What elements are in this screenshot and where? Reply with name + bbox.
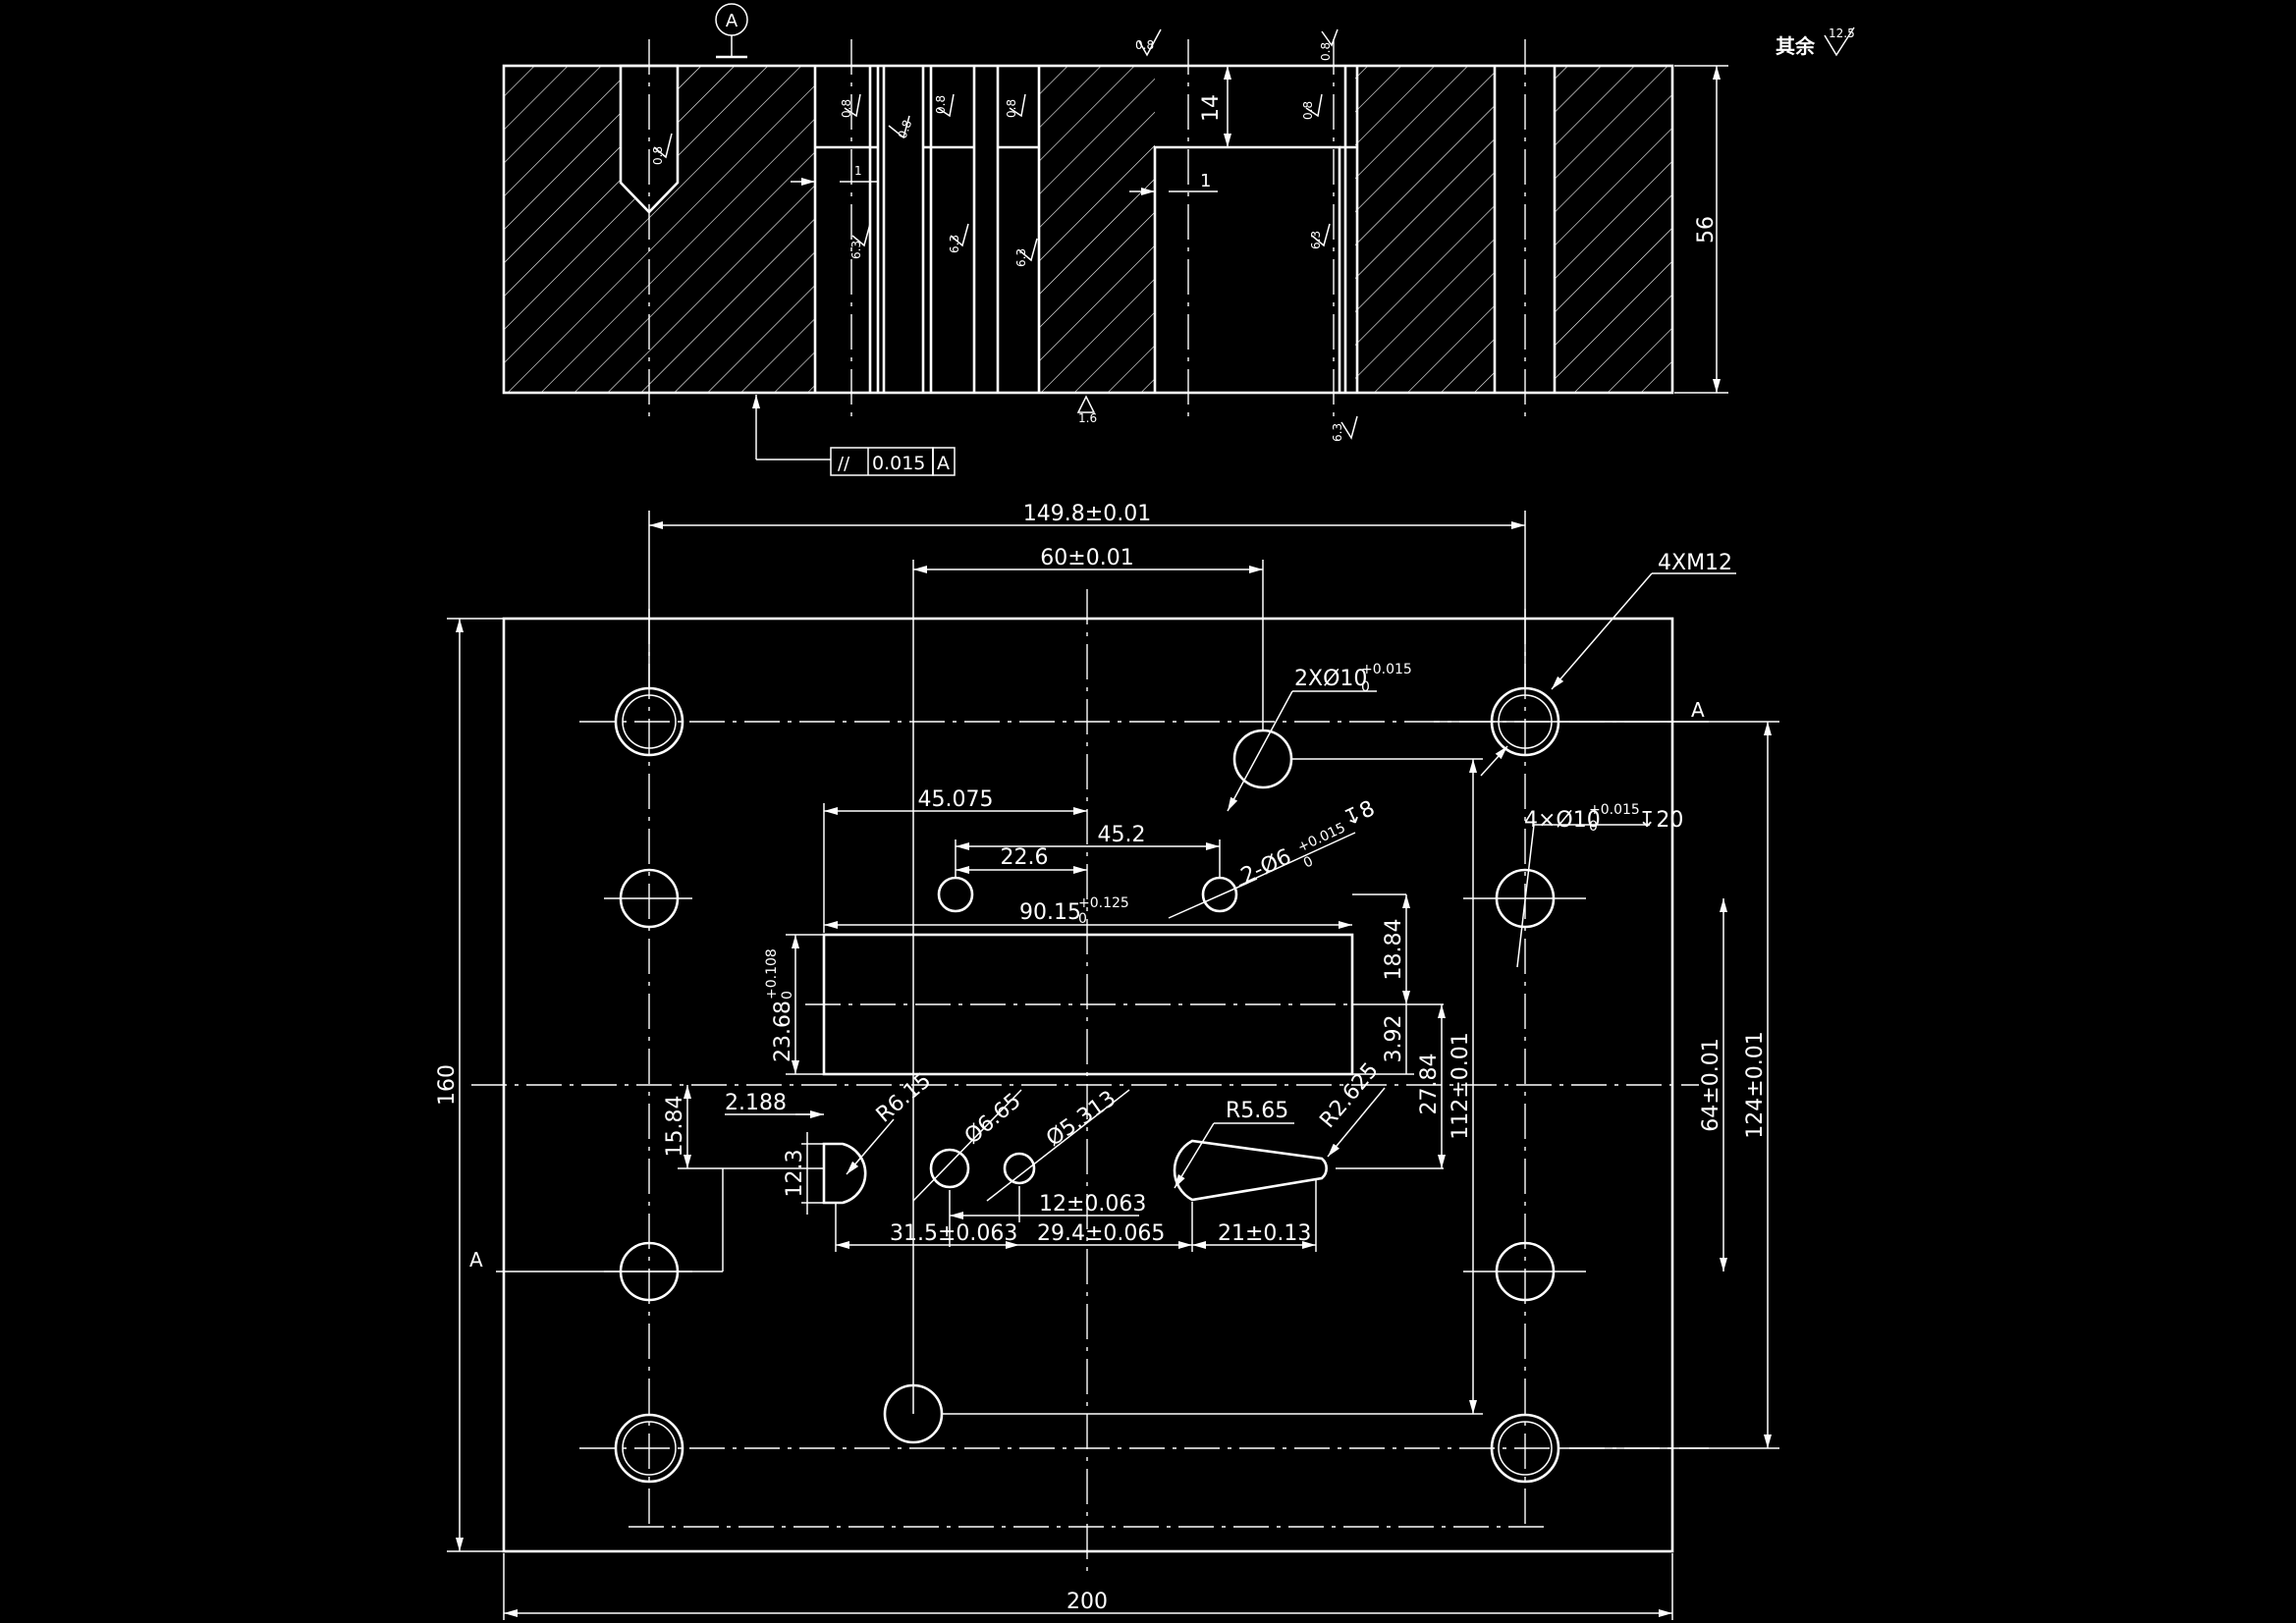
- roughness-note: 其余 12.5: [1776, 27, 1855, 58]
- svg-text:1.6: 1.6: [1078, 411, 1097, 425]
- svg-text:0: 0: [1078, 911, 1087, 927]
- svg-text:60±0.01: 60±0.01: [1040, 546, 1133, 570]
- svg-text:R2.625: R2.625: [1315, 1058, 1383, 1133]
- svg-text:Ø5.313: Ø5.313: [1042, 1086, 1121, 1152]
- svg-text:+0.015: +0.015: [1589, 802, 1640, 818]
- svg-text:12.5: 12.5: [1829, 27, 1855, 40]
- tapered-slot: [1173, 1139, 1328, 1202]
- svg-text:160: 160: [435, 1064, 460, 1106]
- svg-text:12±0.063: 12±0.063: [1039, 1192, 1146, 1217]
- svg-text:4XM12: 4XM12: [1658, 551, 1732, 575]
- svg-text:0.8: 0.8: [1005, 99, 1018, 118]
- svg-text:14: 14: [1199, 94, 1224, 122]
- svg-text:0: 0: [1361, 679, 1370, 695]
- svg-text:↧8: ↧8: [1339, 796, 1379, 832]
- svg-text:18.84: 18.84: [1382, 919, 1406, 981]
- svg-text:149.8±0.01: 149.8±0.01: [1023, 502, 1151, 526]
- svg-text:0: 0: [1589, 819, 1598, 835]
- svg-text:Ø6.65: Ø6.65: [960, 1089, 1026, 1150]
- svg-text:↧20: ↧20: [1638, 808, 1683, 833]
- svg-text:23.68: 23.68: [771, 1001, 795, 1062]
- dim-height: 56: [1694, 216, 1719, 243]
- section-view: A 其余 12.5 56 14 1 1 0.8 0.8 0: [502, 3, 1855, 476]
- svg-text:112±0.01: 112±0.01: [1449, 1032, 1473, 1139]
- svg-text:12.3: 12.3: [783, 1150, 807, 1198]
- svg-text:22.6: 22.6: [1001, 845, 1049, 870]
- svg-text:0.8: 0.8: [651, 146, 665, 165]
- section-outline: [502, 64, 1674, 395]
- svg-text:1: 1: [854, 164, 862, 178]
- svg-text:+0.125: +0.125: [1078, 895, 1129, 911]
- svg-text:0.8: 0.8: [896, 118, 915, 140]
- svg-text:29.4±0.065: 29.4±0.065: [1037, 1221, 1165, 1246]
- svg-text:6.3: 6.3: [1014, 248, 1028, 267]
- svg-text:31.5±0.063: 31.5±0.063: [890, 1221, 1017, 1246]
- svg-text:0.8: 0.8: [840, 99, 853, 118]
- svg-text:1: 1: [1200, 171, 1211, 191]
- svg-text:64±0.01: 64±0.01: [1699, 1038, 1723, 1131]
- tolerance-frame: // 0.015 A: [830, 447, 956, 476]
- svg-text:4×Ø10: 4×Ø10: [1524, 808, 1601, 833]
- svg-text:A: A: [937, 453, 950, 474]
- svg-text:45.075: 45.075: [918, 787, 994, 812]
- svg-text:0.015: 0.015: [872, 453, 925, 474]
- svg-text:0.8: 0.8: [1301, 101, 1315, 120]
- svg-text:2.188: 2.188: [725, 1091, 787, 1115]
- plan-view: 149.8±0.01 60±0.01 4XM12 2XØ10 +0.015 0 …: [435, 502, 1779, 1620]
- svg-text:+0.015: +0.015: [1361, 662, 1412, 677]
- svg-text:A: A: [726, 11, 738, 31]
- svg-text:0: 0: [1301, 853, 1316, 871]
- svg-text:15.84: 15.84: [663, 1096, 687, 1158]
- svg-text:A: A: [1691, 698, 1705, 722]
- roughness-marks: 0.8 0.8 0.8 0.8 0.8 0.8 0.8 0.8 6.3 6.3 …: [651, 28, 1358, 442]
- svg-text:6.3: 6.3: [1331, 423, 1344, 442]
- svg-text:+0.015: +0.015: [1295, 820, 1348, 855]
- svg-text:0.8: 0.8: [1319, 42, 1333, 61]
- half-round-slot: [822, 1142, 867, 1205]
- svg-text:0.8: 0.8: [934, 95, 948, 114]
- svg-text://: //: [838, 454, 850, 474]
- svg-text:R6.15: R6.15: [872, 1068, 936, 1127]
- svg-text:A: A: [469, 1248, 483, 1271]
- svg-text:0: 0: [780, 991, 795, 1000]
- svg-text:27.84: 27.84: [1417, 1054, 1442, 1115]
- svg-text:6.3: 6.3: [849, 241, 863, 259]
- svg-text:6.3: 6.3: [948, 235, 961, 253]
- svg-text:200: 200: [1066, 1590, 1108, 1614]
- svg-text:3.92: 3.92: [1382, 1015, 1406, 1063]
- svg-text:其余: 其余: [1776, 34, 1816, 58]
- svg-text:R5.65: R5.65: [1226, 1099, 1288, 1123]
- svg-text:2XØ10: 2XØ10: [1294, 667, 1367, 691]
- svg-text:2-Ø6: 2-Ø6: [1237, 844, 1295, 889]
- svg-text:0.8: 0.8: [1135, 38, 1154, 52]
- svg-text:124±0.01: 124±0.01: [1743, 1031, 1768, 1138]
- svg-text:6.3: 6.3: [1309, 231, 1323, 249]
- svg-text:45.2: 45.2: [1098, 823, 1146, 847]
- svg-text:90.15: 90.15: [1019, 900, 1081, 925]
- svg-text:21±0.13: 21±0.13: [1218, 1221, 1311, 1246]
- svg-text:+0.108: +0.108: [764, 948, 780, 1000]
- datum-symbol: A: [715, 3, 748, 59]
